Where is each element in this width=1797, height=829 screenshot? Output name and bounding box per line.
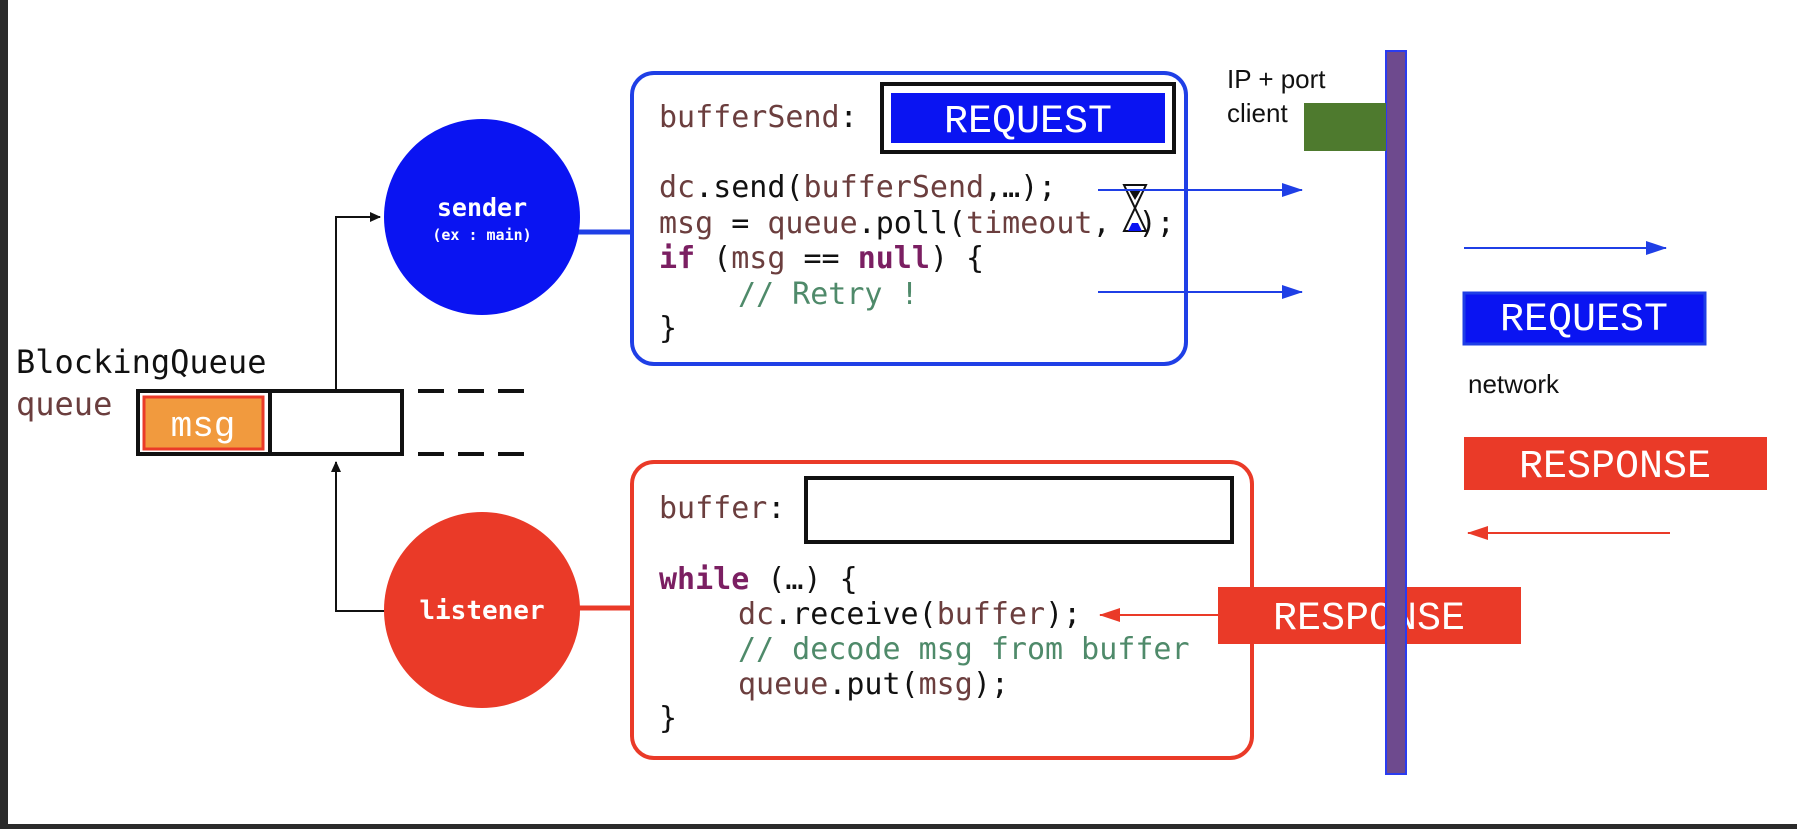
listener-title: listener xyxy=(419,596,544,626)
sender-buffer-request xyxy=(891,93,1165,143)
queue-type-label: BlockingQueue xyxy=(16,343,266,381)
network-bar xyxy=(1385,50,1407,775)
listener-code-line-close: } xyxy=(659,701,677,736)
sender-code-box xyxy=(630,71,1188,366)
sender-code-line-send: dc.send(bufferSend,…); xyxy=(659,170,1056,205)
queue-var-label: queue xyxy=(16,385,112,423)
sender-buffer-request-label: REQUEST xyxy=(944,100,1112,145)
listener-code: buffer: while (…) { dc.receive(buffer); … xyxy=(659,476,1234,736)
arrow-listener-to-queue xyxy=(331,461,386,612)
client-label: client xyxy=(1227,98,1288,128)
sender-subtitle: (ex : main) xyxy=(432,226,531,244)
listener-code-line-receive: dc.receive(buffer); xyxy=(738,597,1081,632)
incoming-response-box xyxy=(1218,587,1521,644)
arrow-queue-to-sender xyxy=(335,212,381,390)
listener-buffer-empty xyxy=(804,476,1234,544)
queue-msg-label: msg xyxy=(171,406,236,447)
listener-code-line-while: while (…) { xyxy=(659,562,858,597)
sender-title: sender xyxy=(437,193,527,222)
network-request-box xyxy=(1462,291,1707,346)
sender-code-line-retry: // Retry ! xyxy=(738,277,919,312)
listener-node xyxy=(384,512,580,708)
sender-node xyxy=(384,119,580,315)
listener-code-line-decode: // decode msg from buffer xyxy=(738,632,1190,667)
client-port xyxy=(1304,103,1386,151)
network-request-label: REQUEST xyxy=(1500,298,1668,343)
listener-buffer-var: buffer: xyxy=(659,491,785,526)
network-label: network xyxy=(1468,369,1560,399)
sender-code: bufferSend: REQUEST dc.send(bufferSend,…… xyxy=(659,82,1176,346)
sender-buffer-var: bufferSend: xyxy=(659,100,858,135)
network-response-label: RESPONSE xyxy=(1519,445,1711,490)
sender-buffer-outline xyxy=(880,82,1176,154)
sender-code-line-close: } xyxy=(659,311,677,346)
client-ip-port-label: IP + port xyxy=(1227,64,1326,94)
blocking-queue: msg xyxy=(136,389,528,456)
queue-msg-item xyxy=(142,395,265,451)
sender-code-line-poll: msg = queue.poll(timeout,); xyxy=(659,206,1175,241)
sender-code-line-if: if (msg == null) { xyxy=(659,241,984,276)
network-response-box xyxy=(1464,437,1767,490)
listener-code-line-put: queue.put(msg); xyxy=(738,667,1009,702)
incoming-response-label: RESPONSE xyxy=(1273,597,1465,642)
